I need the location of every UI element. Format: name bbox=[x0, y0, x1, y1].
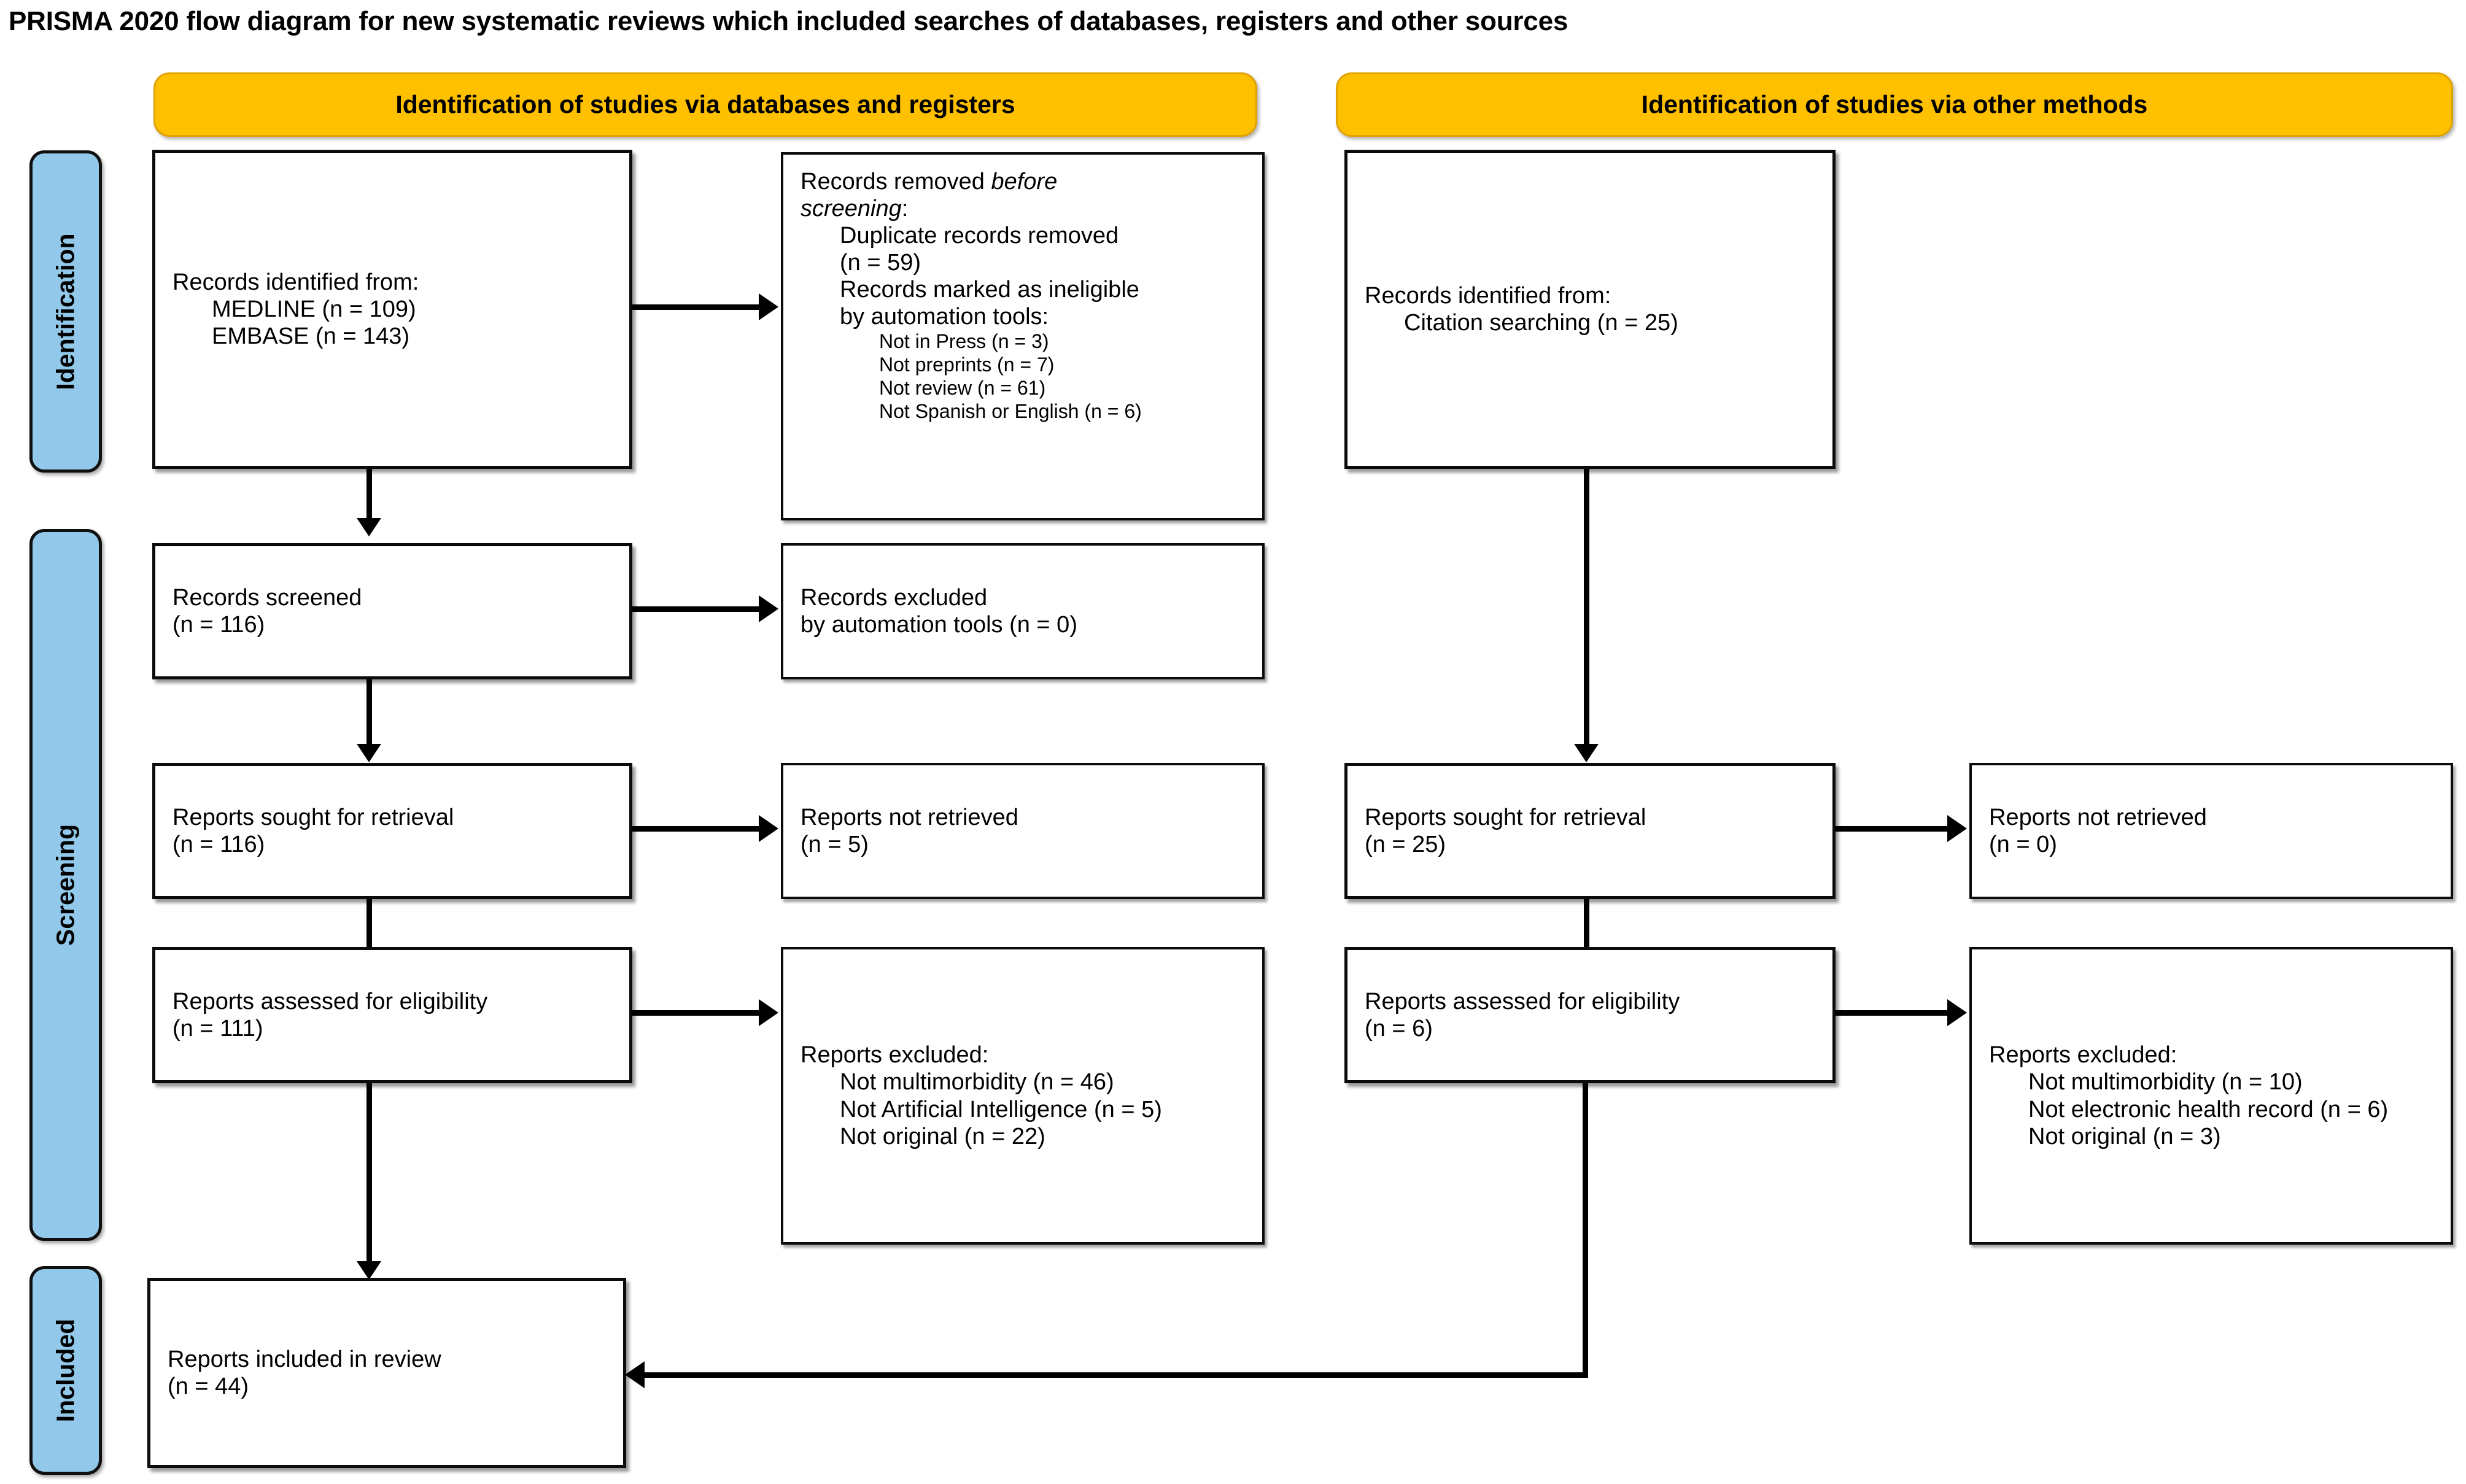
connector-identified-other-to-sought-other bbox=[1584, 469, 1589, 744]
box-reports-not-retrieved-databases: Reports not retrieved (n = 5) bbox=[781, 763, 1265, 899]
records-removed-heading-italic: before bbox=[991, 169, 1058, 195]
reports-excluded-reason-not-multimorbidity: Not multimorbidity (n = 46) bbox=[840, 1069, 1114, 1096]
reports-excluded-other-reason-not-electronic-health-record: Not electronic health record (n = 6) bbox=[2028, 1096, 2389, 1123]
banner-databases-registers-label: Identification of studies via databases … bbox=[395, 90, 1015, 118]
arrowhead-assessed-to-excluded bbox=[759, 999, 778, 1026]
records-removed-heading-italic2: screening bbox=[801, 196, 902, 222]
reports-assessed-other-line1: Reports assessed for eligibility bbox=[1365, 988, 1680, 1014]
records-identified-other-source-citation: Citation searching (n = 25) bbox=[1404, 310, 1678, 336]
ineligible-reason-not-spanish-or-english: Not Spanish or English (n = 6) bbox=[879, 400, 1142, 422]
reports-not-retrieved-other-line2: (n = 0) bbox=[1989, 832, 2057, 857]
stage-label-included: Included bbox=[29, 1266, 102, 1475]
duplicate-records-removed-line1: Duplicate records removed bbox=[840, 223, 1119, 249]
connector-screened-to-sought bbox=[366, 679, 372, 744]
reports-assessed-line1: Reports assessed for eligibility bbox=[173, 988, 488, 1014]
records-removed-heading-line2: screening: bbox=[801, 195, 1245, 222]
records-removed-heading: Records removed before bbox=[801, 168, 1245, 195]
arrowhead-assessed-other-to-excluded-other bbox=[1947, 999, 1967, 1026]
connector-assessed-to-included bbox=[366, 1083, 372, 1261]
stage-label-identification: Identification bbox=[29, 150, 102, 473]
arrowhead-screened-to-sought bbox=[357, 744, 381, 762]
stage-label-identification-text: Identification bbox=[51, 233, 80, 390]
reports-sought-line2: (n = 116) bbox=[173, 832, 265, 857]
box-reports-included-in-review: Reports included in review (n = 44) bbox=[147, 1278, 626, 1468]
arrowhead-screened-to-excluded bbox=[759, 595, 778, 622]
box-reports-sought-other-methods: Reports sought for retrieval (n = 25) bbox=[1344, 763, 1836, 899]
banner-other-methods-label: Identification of studies via other meth… bbox=[1641, 90, 2148, 118]
box-reports-sought-databases: Reports sought for retrieval (n = 116) bbox=[152, 763, 632, 899]
records-identified-source-medline: MEDLINE (n = 109) bbox=[212, 296, 416, 322]
records-identified-heading: Records identified from: bbox=[173, 269, 419, 295]
box-records-excluded-automation: Records excluded by automation tools (n … bbox=[781, 543, 1265, 679]
reports-included-line1: Reports included in review bbox=[168, 1346, 441, 1372]
connector-sought-other-to-assessed-other bbox=[1584, 899, 1589, 953]
records-removed-heading-colon: : bbox=[901, 196, 909, 222]
records-excluded-automation-line1: Records excluded bbox=[801, 584, 988, 611]
connector-screened-to-excluded bbox=[632, 606, 759, 612]
page-title: PRISMA 2020 flow diagram for new systema… bbox=[9, 6, 1568, 36]
records-identified-source-embase: EMBASE (n = 143) bbox=[212, 323, 410, 350]
reports-excluded-other-heading: Reports excluded: bbox=[1989, 1042, 2177, 1069]
arrowhead-identified-to-screened bbox=[357, 518, 381, 536]
box-reports-excluded-other-methods: Reports excluded: Not multimorbidity (n … bbox=[1969, 947, 2453, 1245]
ineligible-reason-not-review: Not review (n = 61) bbox=[879, 376, 1046, 399]
reports-not-retrieved-line2: (n = 5) bbox=[801, 832, 869, 857]
reports-sought-line1: Reports sought for retrieval bbox=[173, 804, 454, 830]
connector-other-methods-to-included-horizontal bbox=[645, 1372, 1588, 1378]
connector-other-methods-to-included-vertical bbox=[1583, 1083, 1588, 1375]
connector-identified-to-screened bbox=[366, 469, 372, 518]
reports-not-retrieved-other-line1: Reports not retrieved bbox=[1989, 804, 2207, 830]
records-ineligible-line1: Records marked as ineligible bbox=[840, 277, 1139, 303]
reports-excluded-reason-not-artificial-intelligence: Not Artificial Intelligence (n = 5) bbox=[840, 1096, 1162, 1123]
box-reports-excluded-databases: Reports excluded: Not multimorbidity (n … bbox=[781, 947, 1265, 1245]
arrowhead-sought-other-to-not-retrieved-other bbox=[1947, 815, 1967, 842]
records-screened-line1: Records screened bbox=[173, 584, 362, 611]
box-reports-assessed-databases: Reports assessed for eligibility (n = 11… bbox=[152, 947, 632, 1083]
arrowhead-identified-other-to-sought-other bbox=[1574, 744, 1599, 762]
arrowhead-assessed-to-included bbox=[357, 1261, 381, 1280]
connector-assessed-other-to-excluded-other bbox=[1836, 1010, 1947, 1016]
reports-excluded-other-reason-not-multimorbidity: Not multimorbidity (n = 10) bbox=[2028, 1069, 2303, 1096]
box-records-screened: Records screened (n = 116) bbox=[152, 543, 632, 679]
records-removed-heading-plain: Records removed bbox=[801, 169, 991, 195]
stage-label-screening: Screening bbox=[29, 529, 102, 1241]
stage-label-included-text: Included bbox=[51, 1318, 80, 1423]
reports-assessed-line2: (n = 111) bbox=[173, 1016, 263, 1042]
banner-databases-registers: Identification of studies via databases … bbox=[153, 72, 1257, 137]
reports-sought-other-line2: (n = 25) bbox=[1365, 832, 1446, 857]
connector-identified-to-removed bbox=[632, 304, 759, 310]
box-records-removed-before-screening: Records removed before screening: Duplic… bbox=[781, 152, 1265, 520]
reports-assessed-other-line2: (n = 6) bbox=[1365, 1016, 1433, 1042]
reports-sought-other-line1: Reports sought for retrieval bbox=[1365, 804, 1646, 830]
records-excluded-automation-line2: by automation tools (n = 0) bbox=[801, 612, 1077, 638]
reports-excluded-heading: Reports excluded: bbox=[801, 1042, 989, 1069]
connector-sought-to-assessed bbox=[366, 899, 372, 953]
box-records-identified-other-methods: Records identified from: Citation search… bbox=[1344, 150, 1836, 469]
connector-sought-to-not-retrieved bbox=[632, 826, 759, 832]
box-reports-not-retrieved-other-methods: Reports not retrieved (n = 0) bbox=[1969, 763, 2453, 899]
records-screened-line2: (n = 116) bbox=[173, 612, 265, 638]
banner-other-methods: Identification of studies via other meth… bbox=[1336, 72, 2453, 137]
arrowhead-other-methods-to-included bbox=[625, 1361, 645, 1388]
box-records-identified-databases: Records identified from: MEDLINE (n = 10… bbox=[152, 150, 632, 469]
duplicate-records-removed-line2: (n = 59) bbox=[840, 250, 921, 276]
ineligible-reason-not-preprints: Not preprints (n = 7) bbox=[879, 354, 1055, 376]
reports-not-retrieved-line1: Reports not retrieved bbox=[801, 804, 1018, 830]
arrowhead-identified-to-removed bbox=[759, 293, 778, 320]
arrowhead-sought-to-not-retrieved bbox=[759, 815, 778, 842]
records-ineligible-line2: by automation tools: bbox=[840, 304, 1049, 330]
reports-excluded-other-reason-not-original: Not original (n = 3) bbox=[2028, 1123, 2221, 1150]
reports-included-line2: (n = 44) bbox=[168, 1374, 249, 1399]
records-identified-other-heading: Records identified from: bbox=[1365, 282, 1611, 309]
stage-label-screening-text: Screening bbox=[51, 824, 80, 946]
connector-sought-other-to-not-retrieved-other bbox=[1836, 826, 1947, 832]
ineligible-reason-not-in-press: Not in Press (n = 3) bbox=[879, 330, 1049, 353]
reports-excluded-reason-not-original: Not original (n = 22) bbox=[840, 1123, 1045, 1150]
box-reports-assessed-other-methods: Reports assessed for eligibility (n = 6) bbox=[1344, 947, 1836, 1083]
connector-assessed-to-excluded bbox=[632, 1010, 759, 1016]
